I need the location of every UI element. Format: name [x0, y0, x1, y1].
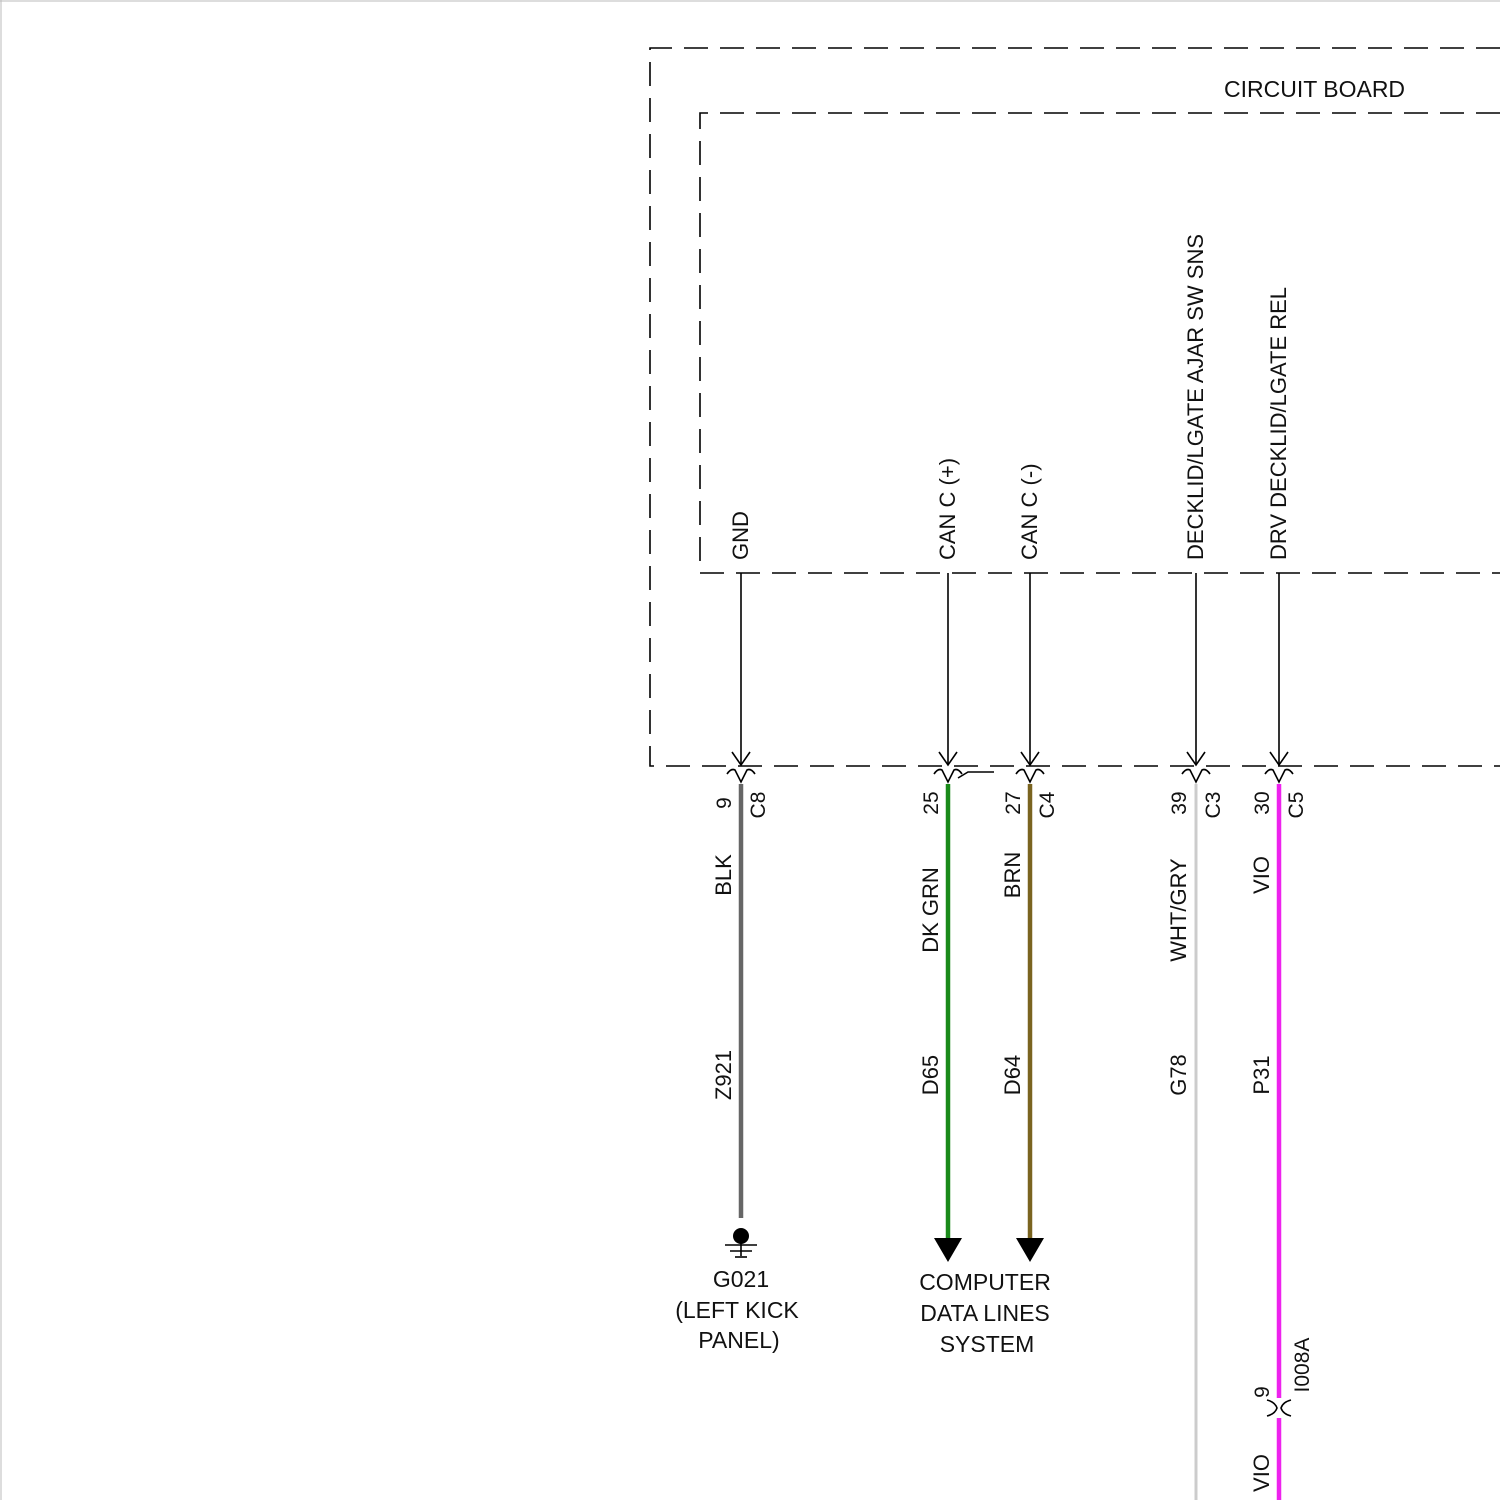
destination-arrow-icon: [934, 1238, 962, 1262]
circuit-id: P31: [1249, 1055, 1274, 1094]
connector-pin-icon: [1016, 770, 1044, 783]
circuit-board-label: CIRCUIT BOARD: [1224, 76, 1405, 102]
data-bus-dest-line-1: COMPUTER: [919, 1269, 1051, 1295]
signal-label: DECKLID/LGATE AJAR SW SNS: [1183, 234, 1208, 560]
circuit-id: D64: [1000, 1055, 1025, 1095]
signal-label: CAN C (-): [1017, 463, 1042, 560]
circuit-board-boundary: [700, 113, 1500, 573]
destination-arrow-icon: [1016, 1238, 1044, 1262]
ground-dest-line-2: (LEFT KICK: [675, 1297, 799, 1323]
pin-number: 27: [1002, 791, 1025, 814]
pin-number: 25: [920, 791, 943, 814]
wire-color-label: BLK: [711, 854, 736, 896]
signal-label: GND: [728, 511, 753, 560]
inline-connector-left-icon: [1267, 1400, 1277, 1416]
connector-pin-icon: [727, 770, 755, 783]
ground-dest-line-1: G021: [713, 1266, 769, 1292]
pin-number: 9: [713, 797, 736, 809]
connector-pin-icon: [1182, 770, 1210, 783]
data-bus-dest-line-3: SYSTEM: [940, 1331, 1035, 1357]
wire-color-label: VIO: [1249, 856, 1274, 894]
circuit-id: G78: [1166, 1054, 1191, 1096]
circuit-id: Z921: [711, 1050, 736, 1100]
ground-dest-line-3: PANEL): [698, 1327, 779, 1353]
module-outer-boundary: [650, 48, 1500, 766]
inline-pin-number: 9: [1251, 1386, 1274, 1398]
wire-color-label: DK GRN: [918, 867, 943, 953]
wire-color-after-inline: VIO: [1249, 1454, 1274, 1492]
wire-color-label: WHT/GRY: [1166, 858, 1191, 962]
connector-id: C3: [1202, 792, 1225, 819]
pin-number: 30: [1251, 791, 1274, 814]
connector-pin-icon: [1265, 770, 1293, 783]
signal-label: CAN C (+): [935, 458, 960, 560]
connector-id: C5: [1285, 792, 1308, 819]
pin-number: 39: [1168, 791, 1191, 814]
circuit-3: [1182, 573, 1210, 1500]
can-connector-bridge: [958, 772, 994, 778]
circuit-id: D65: [918, 1055, 943, 1095]
inline-connector-id: I008A: [1291, 1338, 1314, 1393]
connector-id: C4: [1036, 791, 1059, 818]
connector-id: C8: [747, 792, 770, 819]
circuit-4: [1265, 573, 1293, 1500]
data-bus-dest-line-2: DATA LINES: [920, 1300, 1050, 1326]
ground-symbol-icon: [725, 1228, 757, 1257]
wire-color-label: BRN: [1000, 852, 1025, 898]
circuit-2: [1016, 573, 1044, 1262]
inline-connector-right-icon: [1281, 1400, 1291, 1416]
signal-label: DRV DECKLID/LGATE REL: [1266, 287, 1291, 560]
connector-pin-icon: [934, 770, 962, 783]
